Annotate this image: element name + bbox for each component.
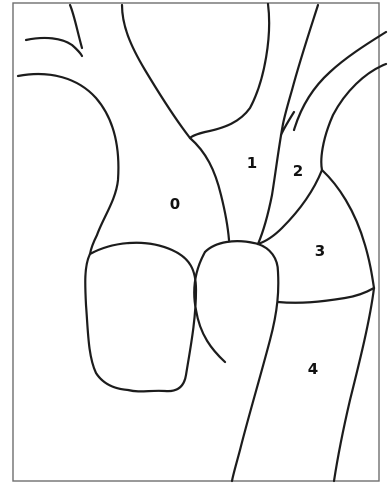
left-trunk-right-outline bbox=[122, 5, 190, 138]
region-label-1: 1 bbox=[247, 154, 257, 172]
top-left-vessel-tip bbox=[70, 5, 82, 48]
region-3-4-border bbox=[278, 288, 374, 303]
region-2-inner-curve bbox=[321, 64, 386, 170]
central-segment-left-outline bbox=[194, 252, 225, 362]
region-2-right-outline bbox=[294, 32, 386, 130]
center-vessel-right-outline bbox=[283, 5, 318, 124]
region-label-4: 4 bbox=[308, 360, 318, 378]
central-segment-outline bbox=[205, 241, 278, 481]
region-label-3: 3 bbox=[315, 242, 325, 260]
region-0-right-border bbox=[190, 138, 229, 240]
region-3-right-outline bbox=[322, 170, 374, 288]
center-vessel-left-outline bbox=[190, 4, 269, 138]
region-label-2: 2 bbox=[293, 162, 303, 180]
region-2-3-border bbox=[258, 170, 322, 244]
region-4-right-outline bbox=[334, 288, 374, 481]
region-1-2-border bbox=[258, 124, 283, 244]
region-label-0: 0 bbox=[170, 195, 180, 213]
top-left-vessel-upper-outline bbox=[26, 38, 82, 56]
left-block-outline bbox=[85, 243, 196, 392]
top-left-vessel-lower-outline bbox=[18, 74, 118, 254]
